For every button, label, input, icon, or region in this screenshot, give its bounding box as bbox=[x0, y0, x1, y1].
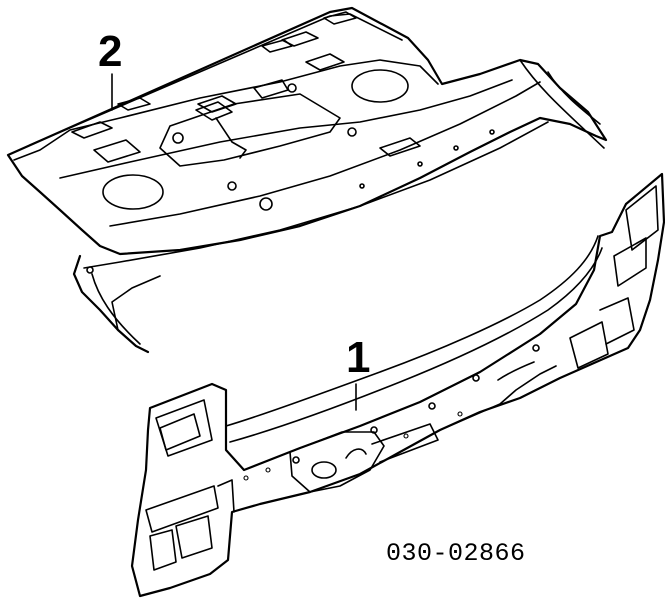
callout-number-1: 1 bbox=[346, 333, 371, 382]
rear-body-panel bbox=[130, 172, 665, 598]
diagram-part-number: 030-02866 bbox=[386, 539, 526, 568]
rear-shelf-panel bbox=[6, 6, 608, 354]
callout-number-2: 2 bbox=[98, 27, 123, 76]
